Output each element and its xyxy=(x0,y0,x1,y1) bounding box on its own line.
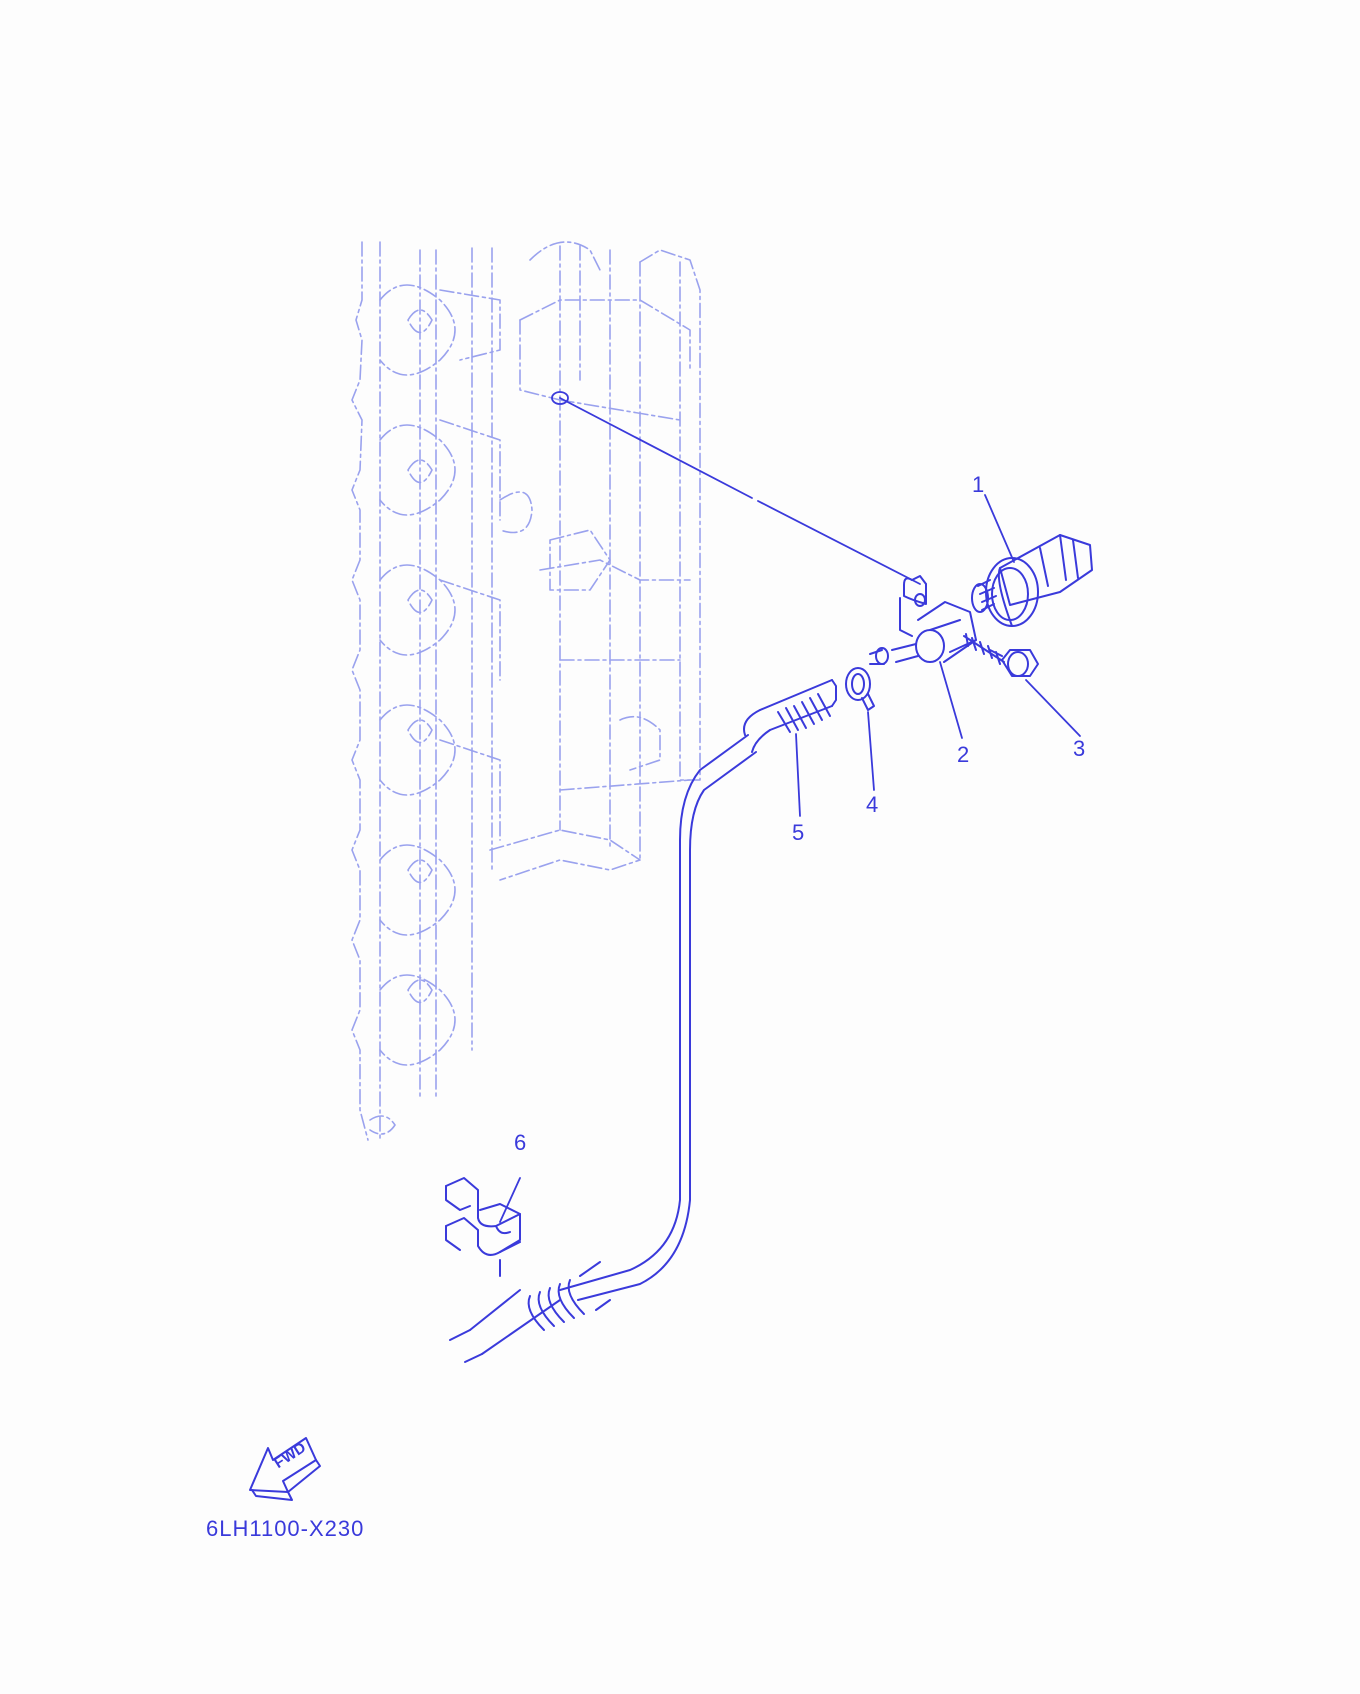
leader-3 xyxy=(1025,679,1081,737)
callout-label-4: 4 xyxy=(866,792,879,817)
diagram-code: 6LH1100-X230 xyxy=(206,1516,365,1541)
leader-2 xyxy=(939,661,963,739)
clip-drawing xyxy=(845,667,875,711)
leader-4 xyxy=(867,711,875,791)
leader-1 xyxy=(984,494,1015,563)
callout-label-3: 3 xyxy=(1073,736,1086,761)
sensor-holder-drawing xyxy=(869,575,977,665)
leader-6 xyxy=(499,1177,521,1223)
fwd-arrow-icon xyxy=(249,1437,321,1501)
callout-label-2: 2 xyxy=(957,742,970,767)
pressure-sensor-drawing xyxy=(971,534,1093,627)
hose-holder-drawing xyxy=(445,1177,521,1277)
engine-block-outline xyxy=(351,241,701,1141)
callout-label-1: 1 xyxy=(972,472,985,497)
callout-label-6: 6 xyxy=(514,1130,527,1155)
leader-5 xyxy=(795,733,801,817)
bolt-drawing xyxy=(963,633,1039,677)
hose-drawing xyxy=(449,679,837,1363)
callout-label-5: 5 xyxy=(792,820,805,845)
block-mount-hole xyxy=(551,391,569,405)
alignment-line xyxy=(559,397,921,585)
